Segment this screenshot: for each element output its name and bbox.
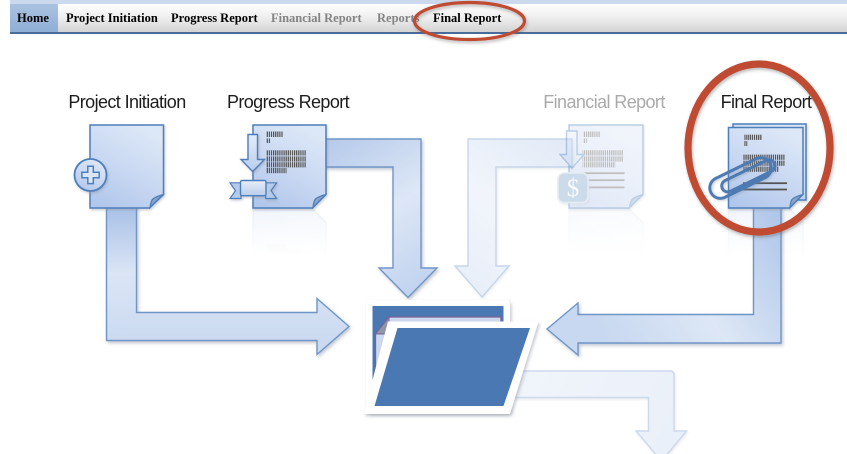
svg-text:Final Report: Final Report <box>721 92 812 112</box>
svg-text:$: $ <box>567 175 580 202</box>
svg-text:Financial Report: Financial Report <box>543 92 665 112</box>
svg-text:Project Initiation: Project Initiation <box>68 92 185 112</box>
svg-text:Progress Report: Progress Report <box>227 92 350 112</box>
